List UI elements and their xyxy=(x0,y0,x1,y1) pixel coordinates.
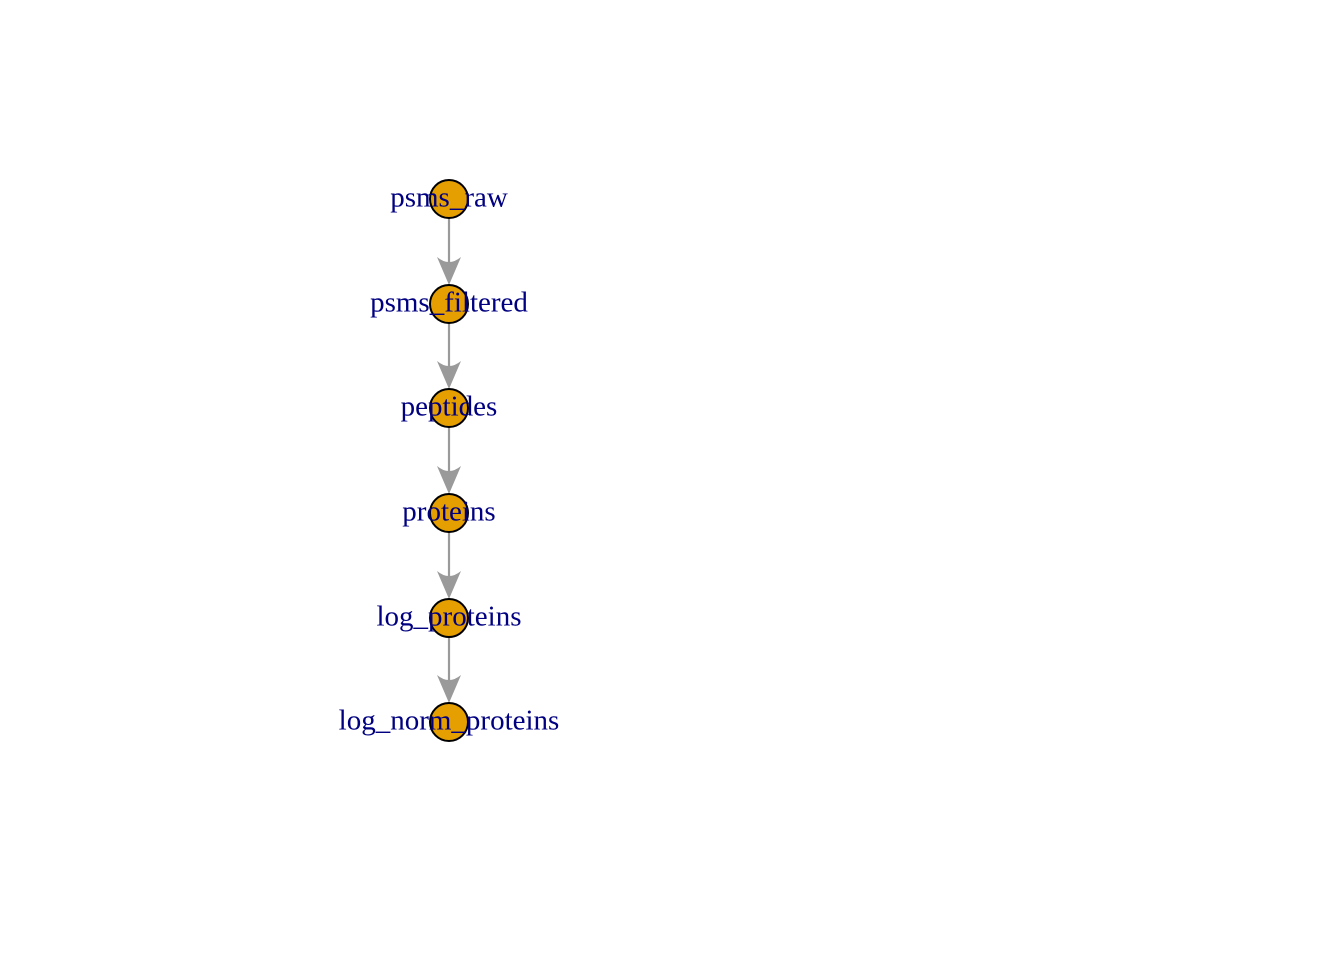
node-proteins xyxy=(429,493,469,533)
node-label-log_proteins: log_proteins xyxy=(377,601,522,633)
arrowhead-icon xyxy=(437,675,461,703)
node-label-peptides: peptides xyxy=(401,391,498,423)
nodes-layer xyxy=(429,179,469,742)
arrowhead-icon xyxy=(437,361,461,389)
node-label-log_norm_proteins: log_norm_proteins xyxy=(339,705,560,737)
node-log_proteins xyxy=(429,598,469,638)
edge-proteins-to-log_proteins xyxy=(437,532,461,599)
node-psms_raw xyxy=(429,179,469,219)
edge-psms_raw-to-psms_filtered xyxy=(437,218,461,285)
node-log_norm_proteins xyxy=(429,702,469,742)
labels-layer: psms_raw psms_filtered peptides proteins log… xyxy=(339,182,560,737)
arrowhead-icon xyxy=(437,466,461,494)
arrowhead-icon xyxy=(437,257,461,285)
node-label-psms_filtered: psms_filtered xyxy=(370,287,528,319)
node-psms_filtered xyxy=(429,284,469,324)
node-peptides xyxy=(429,388,469,428)
edge-psms_filtered-to-peptides xyxy=(437,323,461,389)
edges-layer xyxy=(437,218,461,703)
arrowhead-icon xyxy=(437,571,461,599)
edge-log_proteins-to-log_norm_proteins xyxy=(437,637,461,703)
edge-peptides-to-proteins xyxy=(437,427,461,494)
node-label-proteins: proteins xyxy=(402,496,495,528)
node-label-psms_raw: psms_raw xyxy=(390,182,508,214)
